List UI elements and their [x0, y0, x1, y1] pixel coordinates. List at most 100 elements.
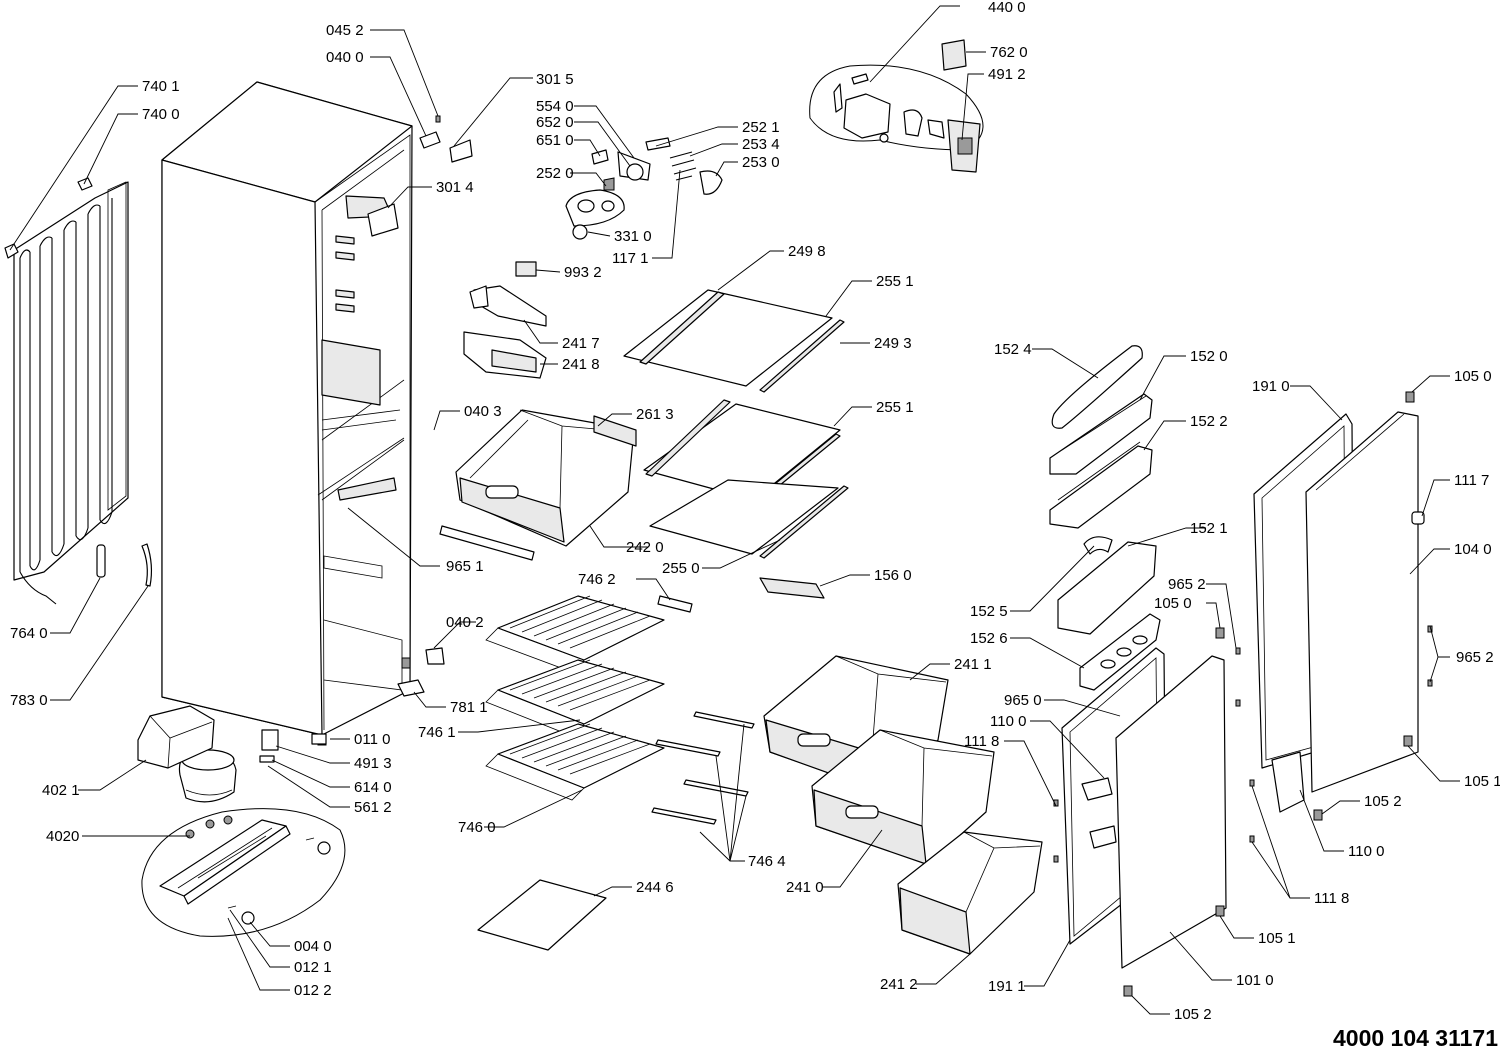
callout-241-1: 241 1 — [954, 656, 992, 673]
condenser — [4, 177, 129, 605]
callout-764-0: 764 0 — [10, 625, 48, 642]
upper-glass-shelf-255-1 — [623, 289, 845, 393]
callout-105-2-bottom: 105 2 — [1174, 1006, 1212, 1023]
callout-253-0: 253 0 — [742, 154, 780, 171]
callout-746-4: 746 4 — [748, 853, 786, 870]
document-number: 4000 104 31171 — [1333, 1025, 1498, 1051]
callout-783-0: 783 0 — [10, 692, 48, 709]
callout-255-1-middle: 255 1 — [876, 399, 914, 416]
callout-040-2: 040 2 — [446, 614, 484, 631]
callout-253-4: 253 4 — [742, 136, 780, 153]
callout-740-0: 740 0 — [142, 106, 180, 123]
compressor-base-plate-group — [141, 808, 346, 937]
callout-762-0: 762 0 — [990, 44, 1028, 61]
callout-331-0: 331 0 — [614, 228, 652, 245]
callout-111-8-left: 111 8 — [964, 733, 999, 750]
callout-105-0-middle: 105 0 — [1154, 595, 1192, 612]
leader-lines — [9, 5, 1460, 1015]
callout-781-1: 781 1 — [450, 699, 488, 716]
callout-152-2: 152 2 — [1190, 413, 1228, 430]
callout-045-2: 045 2 — [326, 22, 364, 39]
callout-255-1-upper: 255 1 — [876, 273, 914, 290]
callout-652-0: 652 0 — [536, 114, 574, 131]
freezer-door-104-0 — [1305, 411, 1425, 793]
light-housing-301-4 — [367, 203, 399, 237]
callout-110-0-left: 110 0 — [990, 713, 1026, 730]
callout-554-0: 554 0 — [536, 98, 574, 115]
drawer-241-0 — [811, 729, 995, 865]
wire-shelf-746-0 — [485, 723, 665, 801]
callout-746-0: 746 0 — [458, 819, 496, 836]
refrigerator-cabinet — [161, 81, 413, 746]
callout-241-0: 241 0 — [786, 879, 824, 896]
callout-012-2: 012 2 — [294, 982, 332, 999]
callout-105-1-bottom: 105 1 — [1258, 930, 1296, 947]
callout-152-0: 152 0 — [1190, 348, 1228, 365]
callout-252-1: 252 1 — [742, 119, 780, 136]
callout-740-1: 740 1 — [142, 78, 180, 95]
callout-746-1: 746 1 — [418, 724, 456, 741]
drain-tube-764 — [96, 544, 106, 578]
freezer-drawer-242-0 — [439, 409, 637, 561]
callout-152-5: 152 5 — [970, 603, 1008, 620]
callout-105-1-right: 105 1 — [1464, 773, 1500, 790]
egg-and-ice-trays — [463, 261, 547, 379]
callout-040-0: 040 0 — [326, 49, 364, 66]
callout-965-0: 965 0 — [1004, 692, 1042, 709]
callout-040-3: 040 3 — [464, 403, 502, 420]
callout-249-3: 249 3 — [874, 335, 912, 352]
callout-110-0-right: 110 0 — [1348, 843, 1384, 860]
callout-440-0: 440 0 — [988, 0, 1026, 16]
callout-244-6: 244 6 — [636, 879, 674, 896]
callout-152-4: 152 4 — [994, 341, 1032, 358]
callout-191-0: 191 0 — [1252, 378, 1290, 395]
hinges-and-plugs — [1053, 391, 1433, 997]
callout-491-2: 491 2 — [988, 66, 1026, 83]
door-bin-152-1 — [1057, 536, 1157, 635]
callout-104-0: 104 0 — [1454, 541, 1492, 558]
callout-011-0: 011 0 — [354, 731, 390, 748]
callout-561-2: 561 2 — [354, 799, 392, 816]
callout-965-2-right: 965 2 — [1456, 649, 1494, 666]
callout-965-1: 965 1 — [446, 558, 484, 575]
door-bin-152-4 — [1051, 345, 1143, 429]
callout-111-7: 111 7 — [1454, 472, 1489, 489]
callout-241-2: 241 2 — [880, 976, 918, 993]
callout-152-6: 152 6 — [970, 630, 1008, 647]
thermostat-and-light-assembly — [565, 137, 723, 240]
callout-241-8: 241 8 — [562, 356, 600, 373]
callout-746-2: 746 2 — [578, 571, 616, 588]
callout-242-0: 242 0 — [626, 539, 664, 556]
callout-004-0: 004 0 — [294, 938, 332, 955]
callout-255-0: 255 0 — [662, 560, 700, 577]
callout-105-2-right: 105 2 — [1364, 793, 1402, 810]
callout-012-1: 012 1 — [294, 959, 332, 976]
lower-glass-shelf-255-0 — [649, 479, 849, 559]
crisper-cover-plate-244-6 — [477, 879, 607, 951]
door-bin-152-6 — [1079, 613, 1161, 691]
callout-252-0: 252 0 — [536, 165, 574, 182]
fridge-door-101-0 — [1081, 655, 1227, 969]
callout-152-1: 152 1 — [1190, 520, 1228, 537]
callout-301-5: 301 5 — [536, 71, 574, 88]
callout-156-0: 156 0 — [874, 567, 912, 584]
drain-hose-783 — [141, 543, 153, 587]
top-hinge-parts — [419, 115, 473, 163]
compressor-cover — [137, 705, 215, 769]
callout-249-8: 249 8 — [788, 243, 826, 260]
callout-4020: 4020 — [46, 828, 79, 845]
feet-and-hinge-small-parts — [259, 647, 445, 763]
shelf-rails-746-4 — [651, 595, 755, 825]
callout-651-0: 651 0 — [536, 132, 574, 149]
callout-261-3: 261 3 — [636, 406, 674, 423]
callout-101-0: 101 0 — [1236, 972, 1274, 989]
shelf-end-cap-156-0 — [759, 577, 825, 599]
callout-614-0: 614 0 — [354, 779, 392, 796]
door-bin-152-2 — [1049, 441, 1153, 529]
callout-191-1: 191 1 — [988, 978, 1026, 995]
fan-assembly-group — [809, 39, 984, 173]
wire-shelf-746-2 — [485, 595, 665, 673]
callout-117-1: 117 1 — [612, 250, 648, 267]
callout-301-4: 301 4 — [436, 179, 474, 196]
